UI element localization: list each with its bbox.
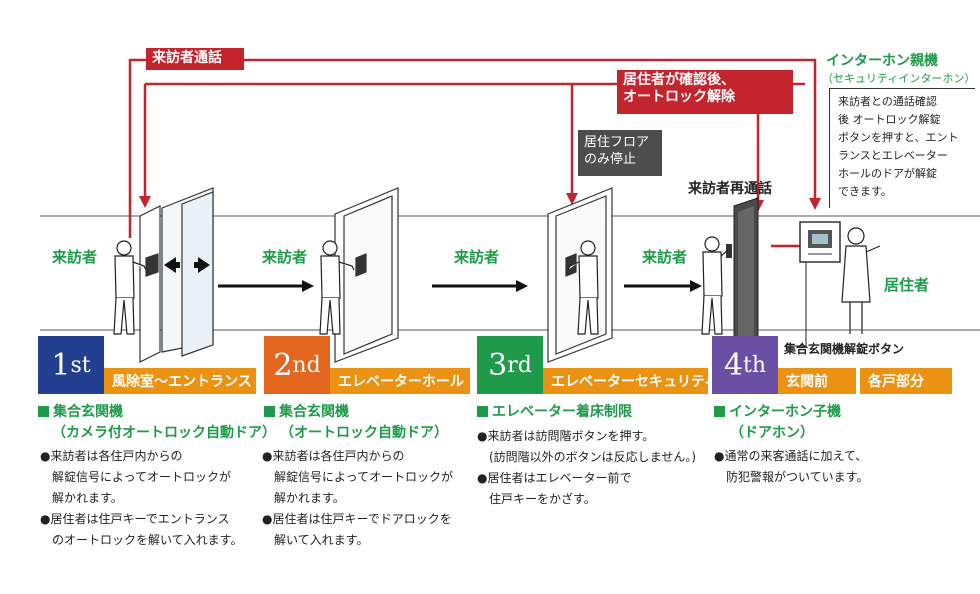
green-square-icon [714,406,725,417]
visitor-recall-label: 来訪者再通話 [688,181,772,197]
feature-title-text: エレベーター着床制限 [492,404,632,420]
intercom-master-title: インターホン親機 [826,53,938,69]
stage-label-3rd: エレベーターセキュリティ [543,368,718,394]
stage-number: 4 [723,347,744,383]
visitor-label-4: 来訪者 [642,248,688,266]
feature-title-1st: 集合玄関機 [38,402,123,422]
resident-confirm-line1: 居住者が確認後、 [623,72,735,88]
stage-number: 2 [273,347,293,383]
visitor-call-callout: 来訪者通話 [146,48,244,70]
feature-title-text: インターホン子機 [729,404,841,420]
stage-suffix: th [743,352,767,378]
bullets-2nd: ●来訪者は各住戸内からの 解錠信号によってオートロックが 解かれます。 ●居住者… [262,446,453,551]
stage-label-4th-a: 玄関前 [778,368,856,394]
bullet-line: ●通常の来客通話に加えて、 [714,449,868,463]
stage-label-2nd: エレベーターホール [330,368,470,394]
bullets-3rd: ●来訪者は訪問階ボタンを押す。 (訪問階以外のボタンは反応しません。) ●居住者… [477,426,696,510]
master-note-line: ランスとエレベーター [838,149,948,162]
green-square-icon [264,406,275,417]
feature-title-2nd: 集合玄関機 [264,402,349,422]
green-square-icon [38,406,49,417]
stage-number: 3 [488,347,508,383]
feature-title-text: 集合玄関機 [279,404,349,420]
unit-door [726,197,759,351]
master-note-line: ボタンを押すと、エント [838,131,959,144]
resident-confirm-callout: 居住者が確認後、 オートロック解除 [617,70,793,114]
elevator-hall-door [334,187,399,363]
visitor-figure-4 [701,236,729,335]
stage-suffix: nd [292,352,321,378]
entrance-door [139,187,214,363]
bullet-line: ●居住者は住戸キーでエントランス [40,512,230,526]
bullet-line: ●居住者はエレベーター前で [477,471,632,485]
feature-sub-4th: （ドアホン） [730,425,814,441]
stage-label-4th-b: 各戸部分 [860,368,952,394]
master-note-line: できます。 [838,185,892,198]
green-square-icon [477,406,488,417]
feature-title-4th: インターホン子機 [714,402,841,422]
bullet-line: ●来訪者は各住戸内からの [40,449,183,463]
sliding-arrows [164,257,210,273]
bullet-line: 住戸キーをかざす。 [477,492,596,506]
stage-number: 1 [51,347,71,383]
intercom-master-note: 来訪者との通話確認 後 オートロック解錠 ボタンを押すと、エント ランスとエレベ… [829,88,975,208]
bullet-line: ●来訪者は訪問階ボタンを押す。 [477,429,655,443]
bullets-4th: ●通常の来客通話に加えて、 防犯警報がついています。 [714,446,868,488]
bullet-line: 防犯警報がついています。 [714,470,869,484]
feature-sub-1st: （カメラ付オートロック自動ドア） [52,425,276,441]
bullet-line: ●来訪者は各住戸内からの [262,449,405,463]
bullet-line: 解かれます。 [262,491,345,505]
bullets-1st: ●来訪者は各住戸内からの 解錠信号によってオートロックが 解かれます。 ●居住者… [40,446,242,551]
floor-stop-callout: 居住フロア のみ停止 [578,130,662,176]
floor-stop-line1: 居住フロア [584,135,650,150]
master-note-line: 後 オートロック解錠 [838,113,941,126]
master-note-line: ホールのドアが解錠 [838,167,937,180]
intercom-master-subtitle: （セキュリティインターホン） [822,72,976,85]
stage-suffix: rd [507,352,532,378]
stage-label-1st: 風除室～エントランス [104,368,256,394]
bullet-line: (訪問階以外のボタンは反応しません。) [477,450,697,464]
feature-title-3rd: エレベーター着床制限 [477,402,632,422]
feature-sub-2nd: （オートロック自動ドア） [280,425,448,441]
visitor-label-3: 来訪者 [454,248,500,266]
resident-confirm-line2: オートロック解除 [623,89,735,105]
bullet-line: 解かれます。 [40,491,123,505]
visitor-label-2: 来訪者 [262,248,308,266]
visitor-call-text: 来訪者通話 [152,50,222,66]
bullet-line: 解いて入れます。 [262,533,369,547]
resident-label: 居住者 [884,276,930,294]
visitor-figure-2 [319,240,355,335]
feature-title-text: 集合玄関機 [53,404,123,420]
bullet-line: ●居住者は住戸キーでドアロックを [262,512,452,526]
bullet-line: 解錠信号によってオートロックが [262,470,454,484]
bullet-line: 解錠信号によってオートロックが [40,470,232,484]
stage-suffix: st [70,352,91,378]
entrance-unlock-button-label: 集合玄関機解錠ボタン [784,342,905,356]
floor-stop-line2: のみ停止 [584,152,637,167]
visitor-figure-3 [567,240,599,335]
visitor-figure-1 [113,240,147,335]
visitor-call-line [128,58,817,238]
intercom-master-unit [799,221,841,263]
visitor-label-1: 来訪者 [52,248,98,266]
master-note-line: 来訪者との通話確認 [838,95,937,108]
resident-figure [841,227,881,334]
bullet-line: のオートロックを解いて入れます。 [40,533,243,547]
